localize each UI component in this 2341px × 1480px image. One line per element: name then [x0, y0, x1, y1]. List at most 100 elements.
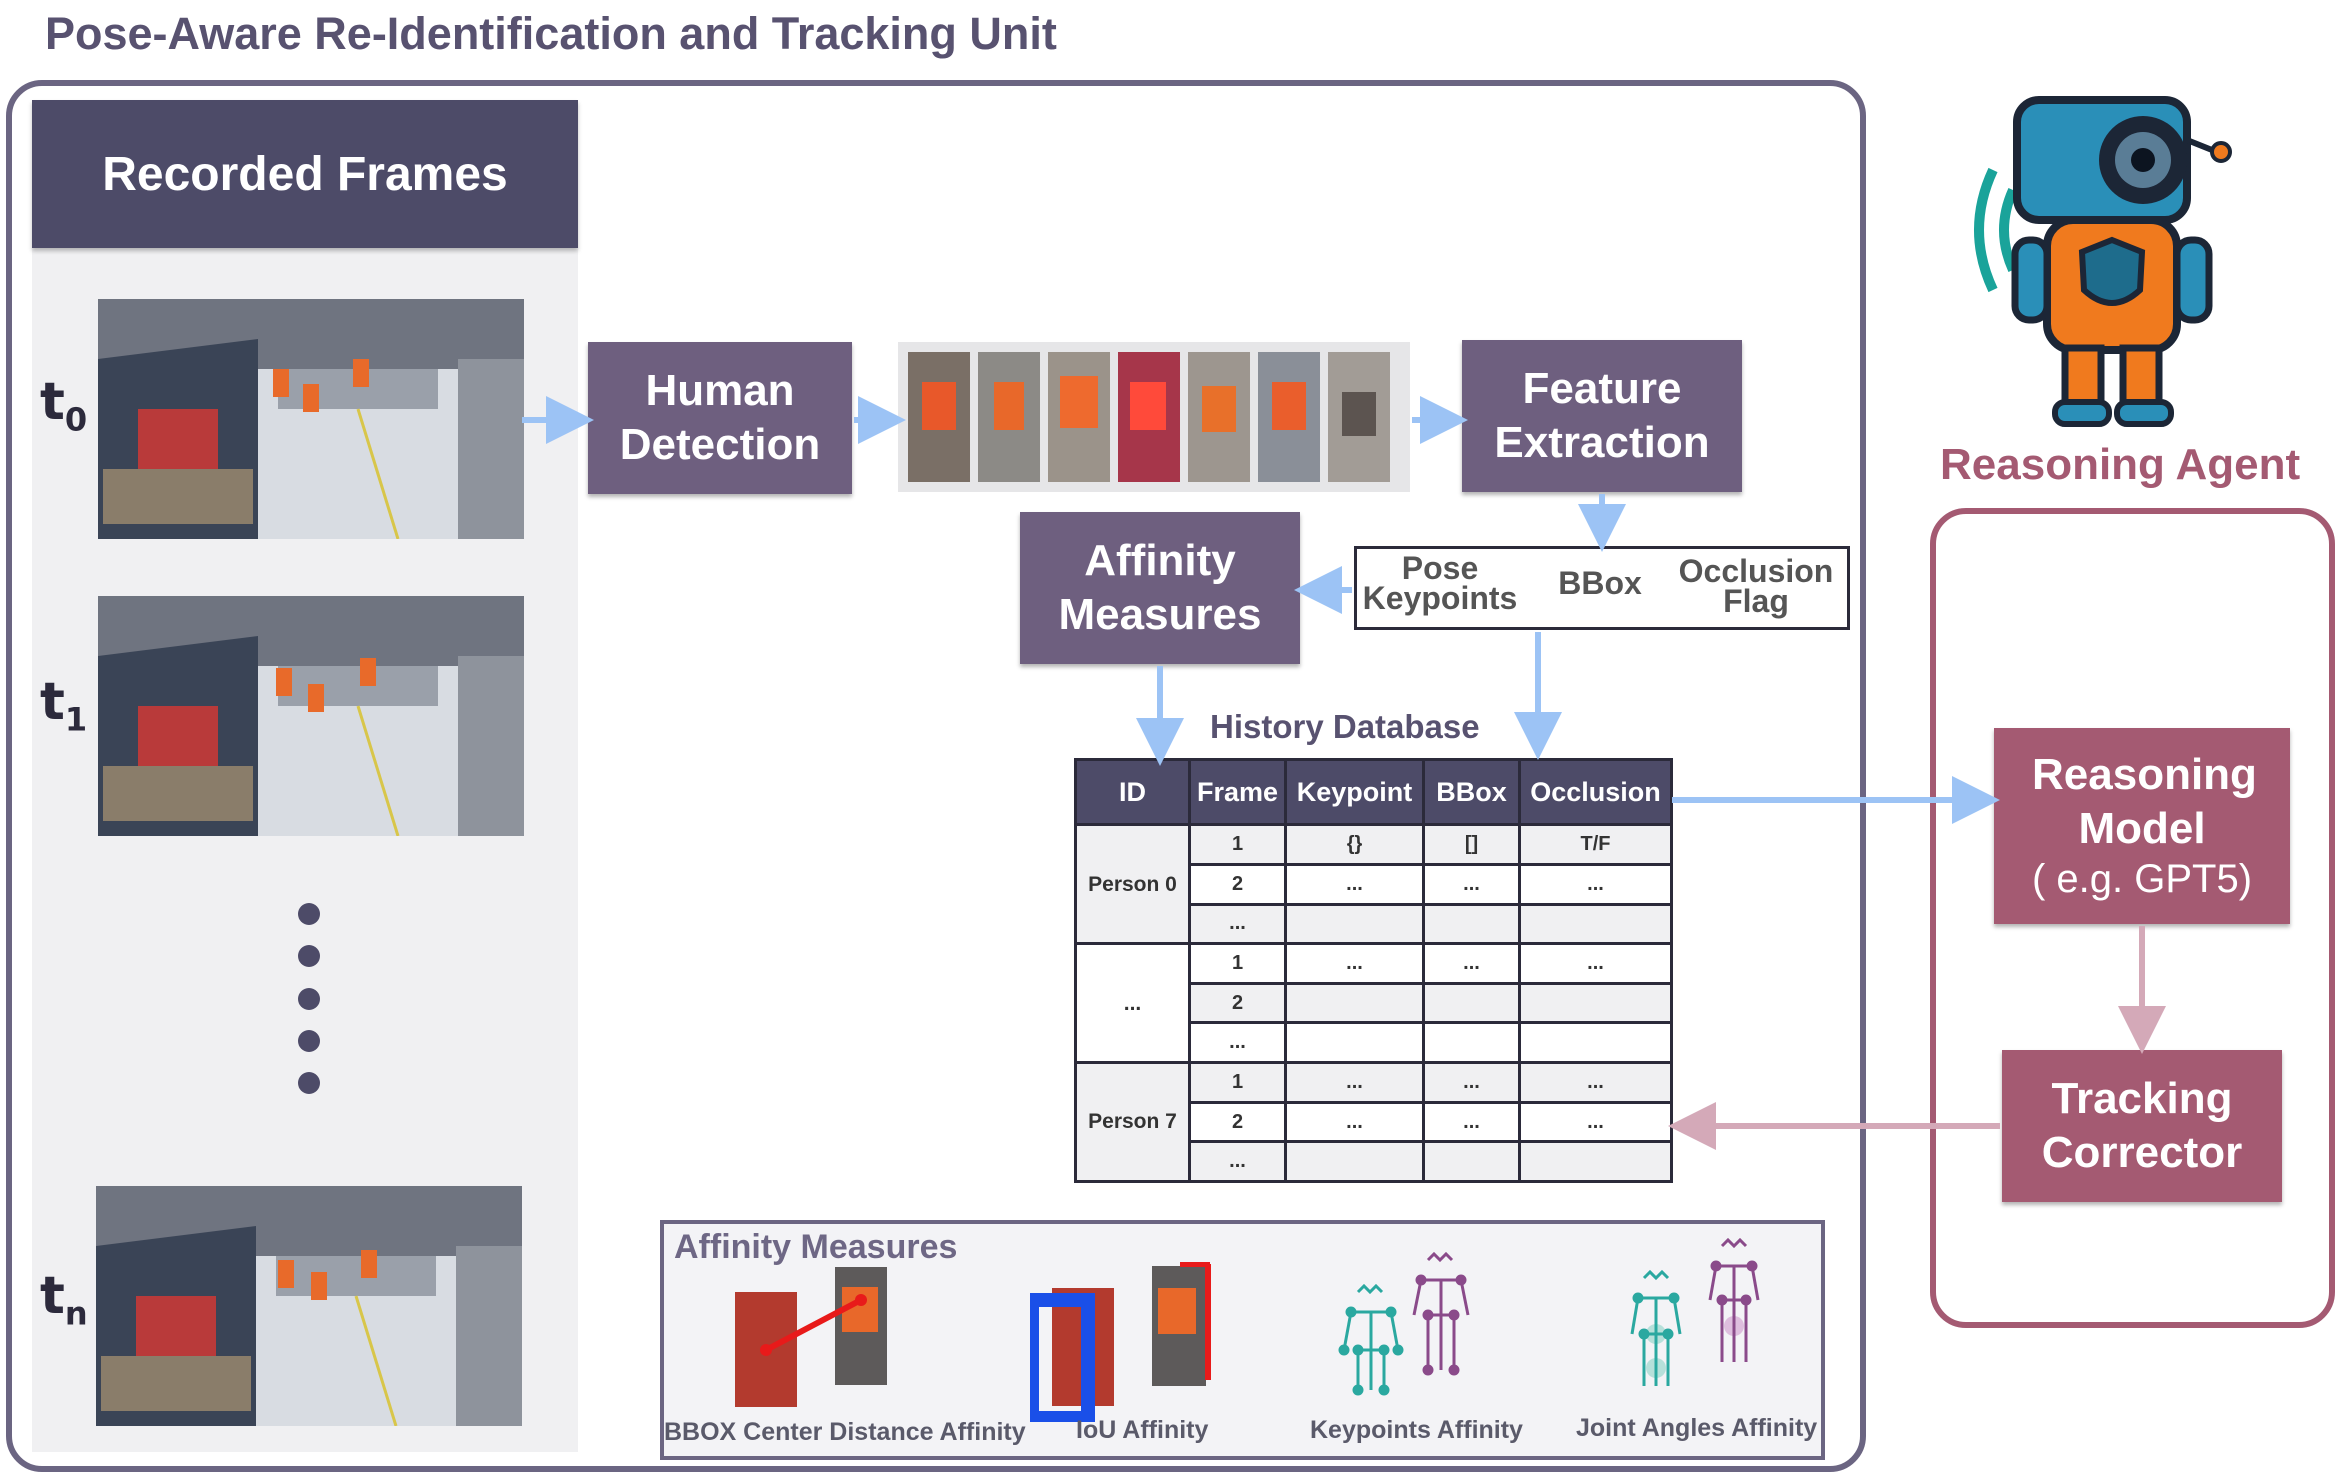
table-cell: ... — [1518, 1061, 1673, 1104]
table-cell: T/F — [1518, 823, 1673, 866]
joint-angles-caption: Joint Angles Affinity — [1576, 1414, 1818, 1442]
table-row: Person 7 1 ... ... ... — [1074, 1061, 1673, 1183]
affinity-measures-panel — [660, 1220, 1825, 1460]
table-cell — [1284, 902, 1425, 946]
person-id-cell: Person 0 — [1074, 823, 1191, 946]
ellipsis-dot — [298, 1030, 320, 1052]
table-cell: ... — [1422, 862, 1521, 906]
table-cell: 2 — [1188, 862, 1287, 906]
history-database-table: ID Frame Keypoint BBox Occlusion Person … — [1074, 757, 1673, 1183]
frame-label-tn: tn — [40, 1266, 88, 1332]
table-cell: 2 — [1188, 981, 1287, 1025]
table-header-row: ID Frame Keypoint BBox Occlusion — [1074, 757, 1673, 827]
table-row: 2 ... ... ... — [1076, 1100, 1673, 1144]
table-cell — [1284, 1140, 1425, 1183]
recorded-frames-header: Recorded Frames — [32, 100, 578, 248]
reasoning-model-example: ( e.g. GPT5) — [2031, 857, 2253, 902]
detection-crops-strip — [898, 342, 1410, 492]
column-header: Keypoint — [1284, 757, 1425, 827]
table-cell: ... — [1188, 1140, 1287, 1183]
reasoning-agent-title: Reasoning Agent — [1940, 440, 2301, 489]
frame-image-t0 — [98, 299, 524, 539]
table-cell — [1422, 1021, 1521, 1065]
table-row: 2 — [1076, 981, 1673, 1025]
table-cell: ... — [1284, 1061, 1425, 1104]
ellipsis-dot — [298, 988, 320, 1010]
table-cell: 1 — [1188, 942, 1287, 985]
bbox-center-illustration — [735, 1267, 887, 1407]
reasoning-model-box: Reasoning Model ( e.g. GPT5) — [1994, 728, 2290, 924]
table-row: ... — [1076, 902, 1673, 946]
table-cell — [1422, 902, 1521, 946]
table-cell — [1284, 981, 1425, 1025]
table-cell: ... — [1422, 1061, 1521, 1104]
diagram-title: Pose-Aware Re-Identification and Trackin… — [45, 8, 1057, 59]
table-row: Person 0 1 {} [] T/F — [1074, 823, 1673, 946]
frame-image-t1 — [98, 596, 524, 836]
table-cell: {} — [1284, 823, 1425, 866]
frame-label-t0-letter: t — [40, 372, 65, 432]
table-cell — [1422, 1140, 1521, 1183]
column-header: ID — [1074, 757, 1191, 827]
bbox-center-caption: BBOX Center Distance Affinity — [664, 1418, 1026, 1446]
table-row: ... 1 ... ... ... — [1074, 942, 1673, 1065]
iou-caption: IoU Affinity — [1076, 1416, 1209, 1444]
keypoints-caption: Keypoints Affinity — [1310, 1416, 1523, 1444]
table-cell — [1518, 1021, 1673, 1065]
table-row: ... — [1076, 1140, 1673, 1183]
person-id-cell: ... — [1074, 942, 1191, 1065]
table-cell: ... — [1284, 942, 1425, 985]
shield-person-icon — [2078, 236, 2146, 306]
frame-label-t0: t0 — [40, 372, 87, 438]
iou-illustration — [1030, 1262, 1211, 1422]
frame-label-t1: t1 — [40, 672, 87, 738]
frame-label-t0-sub: 0 — [64, 400, 88, 439]
table-cell: ... — [1518, 862, 1673, 906]
bbox-label: BBox — [1558, 565, 1642, 601]
tracking-corrector-box: Tracking Corrector — [2002, 1050, 2282, 1202]
table-cell: 1 — [1188, 823, 1287, 866]
ellipsis-dot — [298, 1072, 320, 1094]
frame-label-tn-letter: t — [40, 1266, 65, 1326]
table-cell — [1518, 1140, 1673, 1183]
table-cell — [1284, 1021, 1425, 1065]
reasoning-agent-box — [1930, 508, 2335, 1328]
person-id-cell: Person 7 — [1074, 1061, 1191, 1183]
table-cell: 2 — [1188, 1100, 1287, 1144]
table-cell: 1 — [1188, 1061, 1287, 1104]
table-cell: ... — [1284, 862, 1425, 906]
frame-label-t1-letter: t — [40, 672, 65, 732]
frame-image-tn — [96, 1186, 522, 1426]
keypoints-illustration — [1338, 1251, 1470, 1396]
ellipsis-dot — [298, 945, 320, 967]
table-cell: ... — [1188, 902, 1287, 946]
affinity-panel-title: Affinity Measures — [674, 1228, 958, 1266]
table-row: ... — [1076, 1021, 1673, 1065]
table-cell — [1422, 981, 1521, 1025]
table-cell: [] — [1422, 823, 1521, 866]
column-header: BBox — [1422, 757, 1521, 827]
affinity-measures-box: Affinity Measures — [1020, 512, 1300, 664]
ellipsis-dot — [298, 903, 320, 925]
pose-keypoints-label: Pose Keypoints — [1362, 550, 1518, 617]
column-header: Occlusion — [1518, 757, 1673, 827]
feature-extraction-box: Feature Extraction — [1462, 340, 1742, 492]
table-cell: ... — [1284, 1100, 1425, 1144]
table-cell: ... — [1518, 942, 1673, 985]
table-cell: ... — [1422, 942, 1521, 985]
table-row: 2 ... ... ... — [1076, 862, 1673, 906]
joint-angles-illustration — [1630, 1237, 1760, 1386]
frame-label-t1-sub: 1 — [64, 700, 88, 739]
table-cell — [1518, 981, 1673, 1025]
robot-camera-icon — [1974, 96, 2232, 427]
table-cell: ... — [1422, 1100, 1521, 1144]
reasoning-model-label: Reasoning Model — [2032, 749, 2257, 853]
occlusion-flag-label: Occlusion Flag — [1678, 553, 1834, 620]
tracking-unit-frame — [6, 80, 1866, 1472]
history-database-title: History Database — [1210, 708, 1480, 745]
table-cell — [1518, 902, 1673, 946]
column-header: Frame — [1188, 757, 1287, 827]
human-detection-box: Human Detection — [588, 342, 852, 494]
table-cell: ... — [1188, 1021, 1287, 1065]
